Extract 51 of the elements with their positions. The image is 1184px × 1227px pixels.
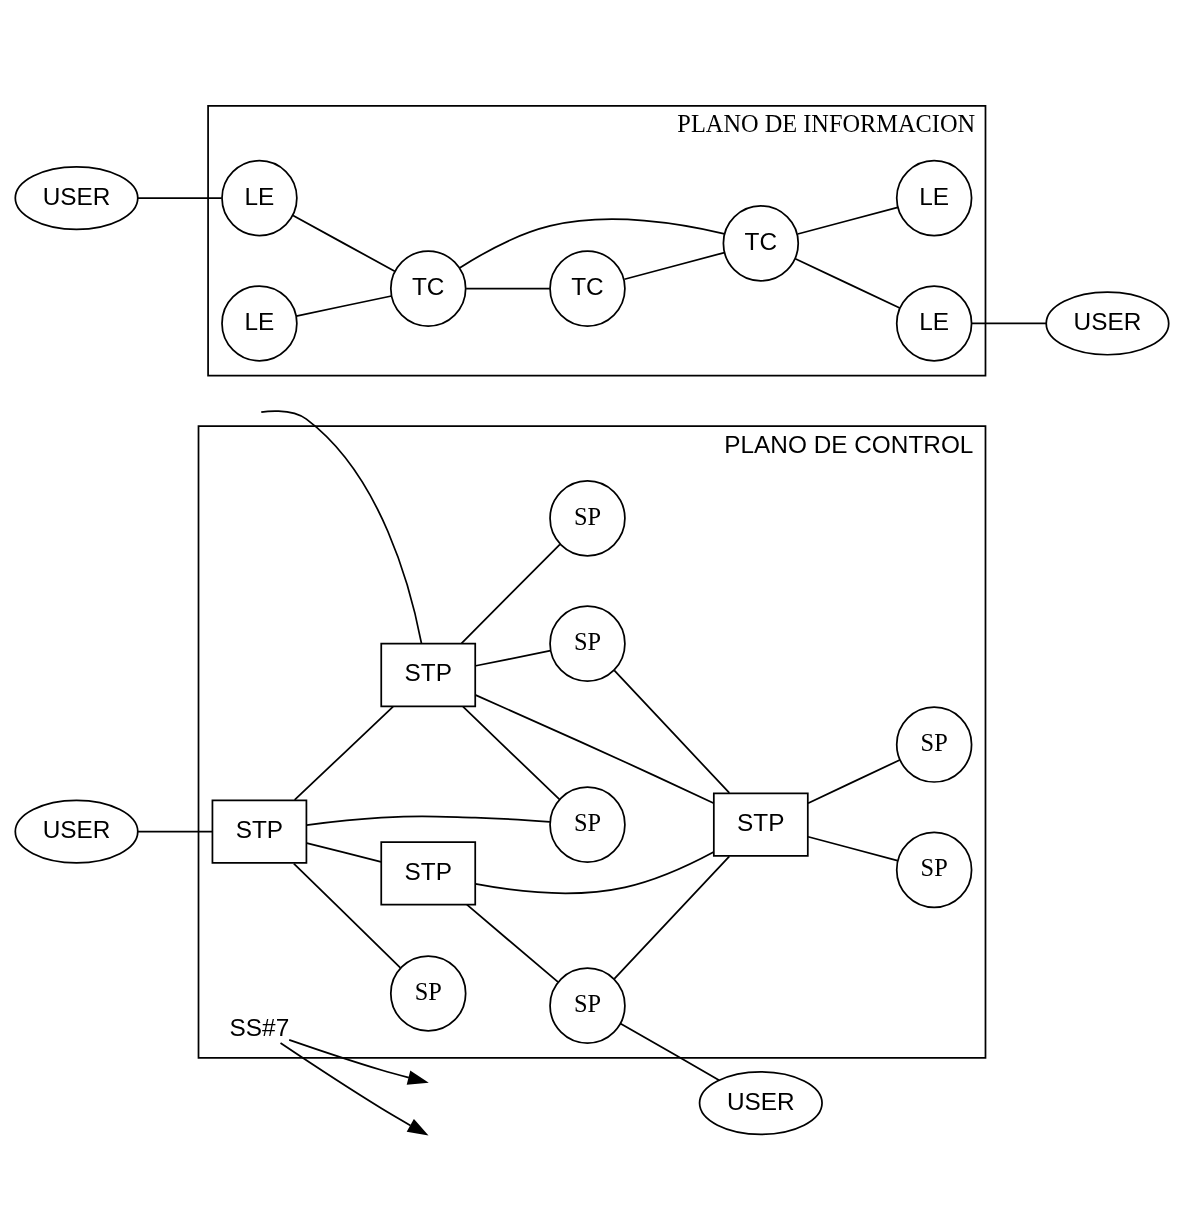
connector [466,903,559,983]
connector [613,855,731,980]
node-ellipse: USER [14,799,139,864]
connector [292,214,396,273]
node-circle: LE [895,285,973,362]
node-circle: SP [549,605,626,682]
connector [295,295,393,317]
node-circle: SP [549,786,626,863]
node-box: STP [211,799,308,864]
node-circle: SP [895,831,973,909]
connector [623,251,726,281]
connector [293,705,394,801]
node-circle: LE [895,159,973,237]
connector [305,842,382,863]
node-circle: TC [722,205,800,282]
connector [260,410,423,645]
connector [971,322,1048,325]
node-circle: LE [221,159,298,237]
connector [137,197,223,199]
connector [794,257,901,309]
connector [460,543,561,645]
node-box: STP [712,792,809,857]
connector [137,830,214,833]
connector [474,694,715,805]
node-circle: SP [895,706,973,783]
connector [796,206,899,235]
connector [807,759,901,805]
node-box: STP [380,642,477,708]
node-circle: SP [549,480,626,557]
connector [305,815,551,826]
connector [462,705,561,801]
node-ellipse: USER [1045,291,1170,356]
connector [474,851,715,894]
node-circle: SP [549,967,626,1044]
node-circle: LE [221,285,298,362]
node-circle: TC [389,250,467,327]
arrow [279,1042,429,1136]
connector [619,1022,720,1082]
connector [613,669,731,794]
connector [475,649,552,667]
arrow [288,1038,429,1085]
node-ellipse: USER [14,165,139,231]
node-text: SS#7 [229,1014,290,1042]
node-ellipse: USER [698,1070,823,1136]
connector [292,862,402,969]
connector [465,287,551,290]
node-circle: TC [549,250,626,327]
node-box: STP [380,841,477,906]
node-circle: SP [389,955,467,1032]
connector [459,218,726,269]
connector [807,835,899,862]
